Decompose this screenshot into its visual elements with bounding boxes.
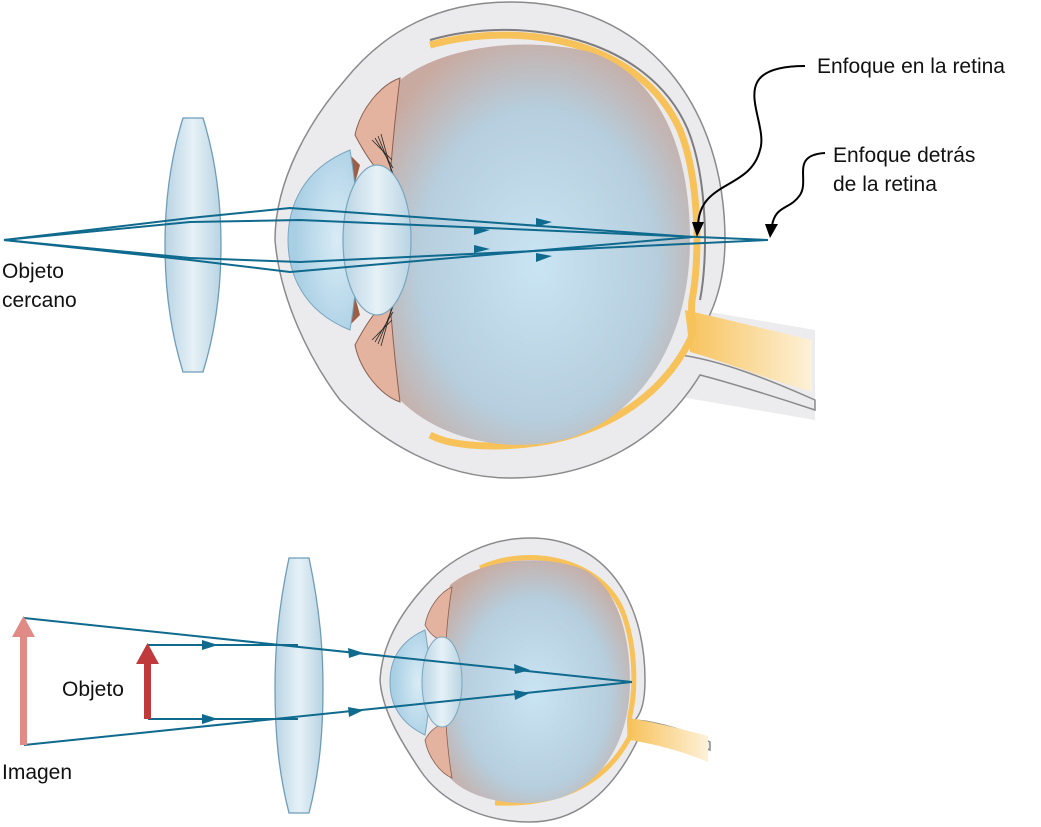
- top-ray-arrows: [474, 218, 552, 262]
- ray-arrowhead: [474, 245, 490, 253]
- label-near-object-2: cercano: [2, 289, 77, 312]
- ray-arrowhead: [202, 640, 218, 650]
- top-optic-nerve: [685, 310, 812, 392]
- ray-arrowhead: [202, 714, 218, 724]
- callout-arrowhead-on-retina: [692, 222, 704, 237]
- top-rays: [3, 206, 769, 274]
- callout-focus-behind-retina: [771, 152, 826, 227]
- bottom-ciliary-lower: [424, 722, 453, 779]
- ray-arrowhead: [348, 648, 364, 658]
- bottom-optic-nerve: [628, 718, 708, 762]
- ray-top-outer-upper: [3, 206, 694, 241]
- top-corrective-lens: [164, 117, 222, 373]
- top-vitreous: [385, 44, 690, 445]
- ray-top-inner-lower: [3, 239, 769, 264]
- bottom-corrective-lens: [274, 557, 324, 814]
- label-object: Objeto: [62, 678, 124, 701]
- ray-top-inner-upper: [3, 218, 769, 241]
- label-focus-behind-retina-1: Enfoque detrás: [833, 144, 975, 167]
- image-arrow-head: [12, 616, 35, 637]
- bottom-ray-arrows: [202, 640, 530, 724]
- bottom-ciliary-upper: [424, 586, 453, 643]
- object-arrow-shaft: [144, 662, 151, 719]
- ray-bottom-virtual-upper: [23, 617, 633, 683]
- label-focus-behind-retina-2: de la retina: [833, 173, 937, 196]
- ray-arrowhead: [514, 664, 530, 674]
- bottom-crystalline-lens: [421, 636, 463, 728]
- ray-arrowhead: [474, 227, 490, 235]
- label-image: Imagen: [2, 761, 72, 784]
- image-arrow: [12, 616, 35, 745]
- object-arrow: [136, 643, 159, 719]
- image-arrow-shaft: [20, 635, 27, 745]
- ray-arrowhead: [536, 218, 552, 227]
- top-retina: [428, 31, 701, 450]
- ray-arrowhead: [536, 253, 552, 262]
- top-zonules: [371, 133, 396, 347]
- ray-arrowhead: [348, 707, 364, 717]
- bottom-eye: [379, 537, 711, 823]
- label-focus-on-retina: Enfoque en la retina: [817, 55, 1005, 78]
- ray-bottom-virtual-lower: [23, 681, 633, 746]
- top-eye: [274, 1, 816, 479]
- top-crystalline-lens: [342, 164, 412, 316]
- label-near-object-1: Objeto: [2, 260, 64, 283]
- ray-arrowhead: [514, 690, 530, 700]
- callout-arrowhead-behind-retina: [765, 224, 778, 238]
- object-arrow-head: [136, 643, 159, 664]
- bottom-rays: [23, 617, 633, 746]
- bottom-vitreous: [440, 560, 630, 804]
- callout-focus-on-retina: [697, 65, 806, 226]
